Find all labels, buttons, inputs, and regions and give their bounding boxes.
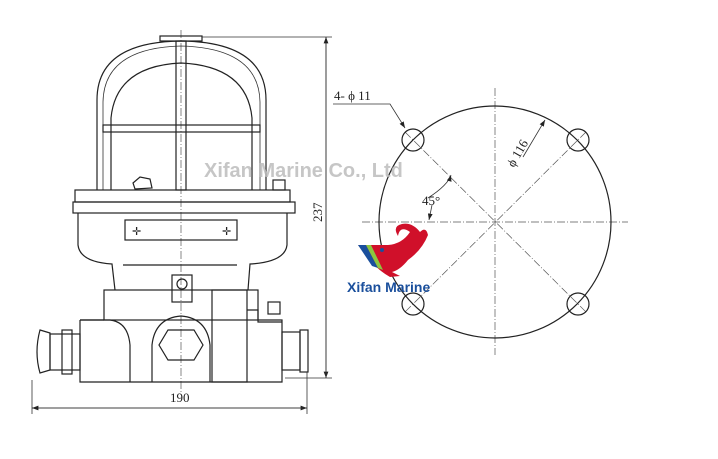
nameplate: [124, 219, 238, 241]
angle-dimension: 45°: [422, 193, 440, 208]
dimensions: 190 237: [31, 36, 332, 414]
bolt-circle-diameter: ϕ 116: [504, 136, 532, 169]
width-dimension: 190: [170, 390, 190, 405]
hole-callout: 4- ϕ 11: [334, 88, 371, 103]
hex-plug: [158, 329, 204, 361]
svg-text:✛: ✛: [132, 226, 141, 238]
lamp-side-view: ✛ ✛: [36, 30, 309, 395]
company-logo: Xifan Marine: [347, 223, 430, 295]
height-dimension: 237: [310, 202, 325, 222]
watermark: Xifan Marine Co., Ltd: [204, 160, 403, 182]
logo-text: Xifan Marine: [347, 279, 430, 295]
svg-text:✛: ✛: [222, 226, 231, 238]
cable-gland-left: [36, 329, 51, 374]
mounting-hole: [566, 292, 590, 316]
mounting-hole: [401, 292, 425, 316]
mounting-plan-view: 4- ϕ 11 ϕ 116 45°: [333, 88, 628, 355]
latch: [132, 176, 153, 190]
cable-gland-right: [281, 331, 301, 371]
glass-globe: [110, 62, 253, 190]
flange: [74, 189, 291, 203]
base-outline: [378, 105, 612, 339]
mounting-hole: [401, 128, 425, 152]
junction-box: [103, 289, 259, 321]
guard-ring: [102, 124, 261, 133]
housing: [77, 213, 288, 291]
mounting-hole: [566, 128, 590, 152]
